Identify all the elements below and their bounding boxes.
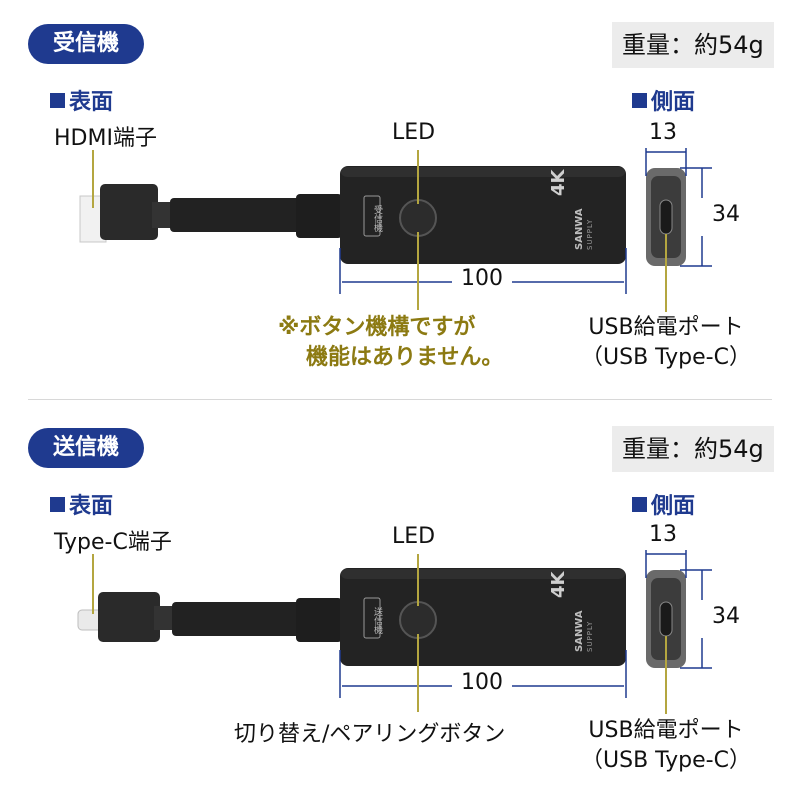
device-neck xyxy=(296,598,342,642)
device-tag-frame xyxy=(363,597,381,639)
transmitter-logo-4k: 4K xyxy=(548,571,569,598)
transmitter-front-heading: 表面 xyxy=(50,488,113,520)
receiver-side-heading: 側面 xyxy=(632,84,695,116)
transmitter-badge: 送信機 xyxy=(28,428,144,468)
transmitter-port-line1: USB給電ポート xyxy=(588,718,744,743)
receiver-depth-dimension: 13 xyxy=(649,120,677,145)
transmitter-weight: 重量：約54g xyxy=(612,426,774,472)
transmitter-logo-sub: SUPPLY xyxy=(586,620,594,652)
transmitter-device-body xyxy=(340,568,626,666)
receiver-dimension-lines xyxy=(339,148,712,294)
receiver-front-label: 表面 xyxy=(69,90,114,115)
receiver-weight: 重量：約54g xyxy=(612,22,774,68)
section-divider xyxy=(28,399,772,400)
receiver-note: ※ボタン機構ですが 機能はありません。 xyxy=(278,313,503,373)
receiver-badge-text: 受信機 xyxy=(52,31,119,56)
transmitter-width-dimension: 100 xyxy=(452,670,512,695)
receiver-usb-port-label: USB給電ポート （USB Type-C） xyxy=(568,313,764,373)
receiver-front-heading: 表面 xyxy=(50,84,113,116)
receiver-badge: 受信機 xyxy=(28,24,144,64)
transmitter-usb-port-label: USB給電ポート （USB Type-C） xyxy=(568,716,764,776)
device-top-highlight xyxy=(341,167,625,177)
receiver-height-dimension: 34 xyxy=(712,202,740,227)
cable-strain-relief xyxy=(154,606,176,630)
transmitter-led-label: LED xyxy=(392,524,436,549)
transmitter-port-line2: （USB Type-C） xyxy=(581,748,751,773)
receiver-side-label: 側面 xyxy=(651,90,696,115)
device-tag-frame xyxy=(363,195,381,237)
square-bullet-icon xyxy=(632,496,647,512)
transmitter-side-heading: 側面 xyxy=(632,488,695,520)
receiver-led-label: LED xyxy=(392,120,436,145)
usb-c-port xyxy=(659,601,673,637)
flat-cable xyxy=(170,198,302,232)
transmitter-leader-lines xyxy=(92,554,667,714)
square-bullet-icon xyxy=(50,92,65,108)
transmitter-side-label: 側面 xyxy=(651,494,696,519)
receiver-connector-label: HDMI端子 xyxy=(54,126,157,151)
receiver-note-line1: ※ボタン機構ですが xyxy=(278,315,476,340)
square-bullet-icon xyxy=(50,496,65,512)
type-c-connector-housing xyxy=(98,592,160,642)
transmitter-connector-label: Type-C端子 xyxy=(54,530,172,555)
receiver-width-dimension: 100 xyxy=(452,266,512,291)
receiver-port-line1: USB給電ポート xyxy=(588,315,744,340)
transmitter-depth-dimension: 13 xyxy=(649,522,677,547)
transmitter-logo-brand: SANWA xyxy=(574,610,585,652)
transmitter-height-dimension: 34 xyxy=(712,604,740,629)
cable-strain-relief xyxy=(152,202,174,228)
receiver-leader-lines xyxy=(92,150,667,312)
square-bullet-icon xyxy=(632,92,647,108)
receiver-port-line2: （USB Type-C） xyxy=(581,345,751,370)
receiver-device-body xyxy=(340,166,626,264)
receiver-note-line2: 機能はありません。 xyxy=(306,345,504,370)
transmitter-front-label: 表面 xyxy=(69,494,114,519)
transmitter-dimension-lines xyxy=(339,550,712,698)
device-neck xyxy=(296,194,342,238)
transmitter-button-label: 切り替え/ペアリングボタン xyxy=(234,722,506,747)
transmitter-device-tag: 送信機 xyxy=(372,606,382,634)
transmitter-badge-text: 送信機 xyxy=(52,435,119,460)
hdmi-connector-housing xyxy=(100,184,158,240)
flat-cable xyxy=(172,602,302,636)
receiver-device-tag: 受信機 xyxy=(372,204,382,232)
pairing-button xyxy=(399,601,437,639)
device-top-highlight xyxy=(341,569,625,579)
